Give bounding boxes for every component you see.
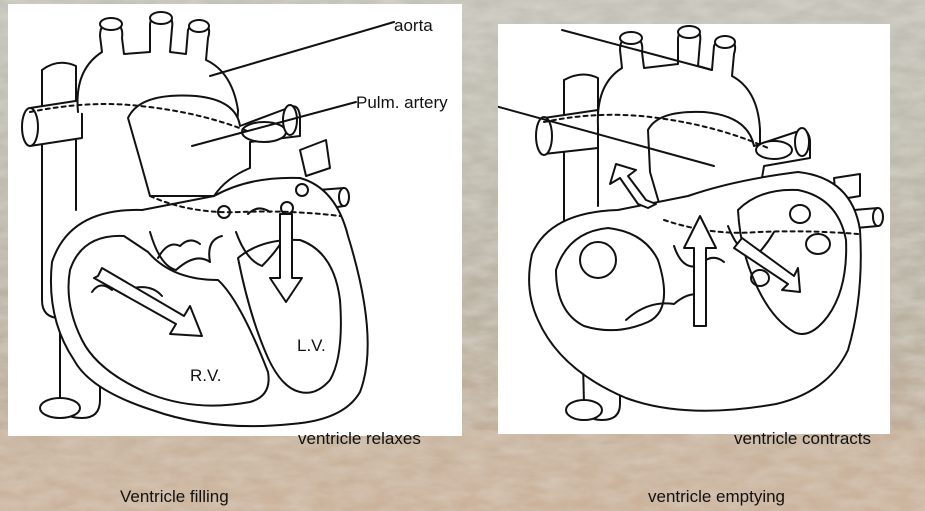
- right-ventricle-label: R.V.: [190, 367, 222, 384]
- heart-diagram-filling: [0, 0, 470, 440]
- relaxes-state-label: ventricle relaxes: [298, 430, 421, 447]
- contracts-state-label: ventricle contracts: [734, 430, 871, 447]
- emptying-caption: ventricle emptying: [648, 488, 785, 505]
- heart-diagram-emptying: [498, 0, 925, 440]
- filling-caption: Ventricle filling: [120, 488, 229, 505]
- pulm-artery-label: Pulm. artery: [356, 94, 448, 111]
- left-ventricle-label: L.V.: [297, 337, 326, 354]
- aorta-label: aorta: [394, 17, 433, 34]
